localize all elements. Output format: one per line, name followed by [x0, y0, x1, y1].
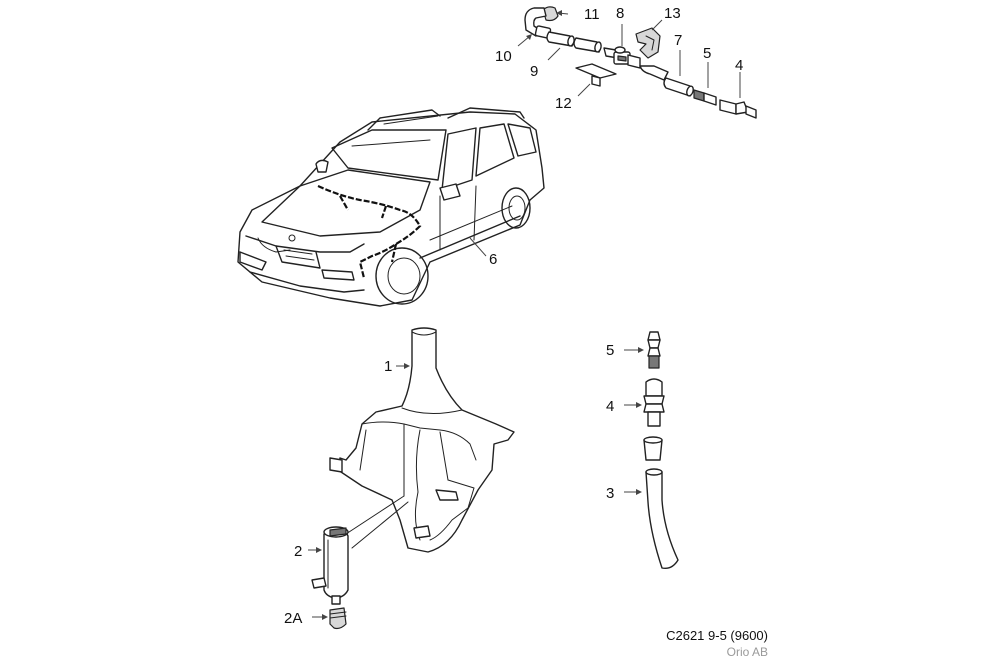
label-8: 8 — [616, 5, 624, 22]
label-4-bottom: 4 — [606, 398, 614, 415]
part-labels: 11 10 9 8 13 7 5 4 12 6 1 2 2A 5 4 3 — [284, 5, 743, 627]
copyright: Orio AB — [727, 645, 768, 659]
label-6: 6 — [489, 251, 497, 268]
part-5-connector-top — [693, 89, 717, 106]
part-3-hose — [624, 436, 679, 570]
label-10: 10 — [495, 48, 512, 65]
label-2a: 2A — [284, 610, 302, 627]
label-11: 11 — [584, 6, 600, 23]
part-5-connector — [624, 331, 661, 369]
part-8-valve — [603, 46, 641, 69]
diagram-code: C2621 9-5 (9600) — [666, 628, 768, 643]
label-4-top: 4 — [735, 57, 743, 74]
part-2a-grommet — [312, 607, 347, 630]
label-1: 1 — [384, 358, 392, 375]
label-5-bottom: 5 — [606, 342, 614, 359]
label-7: 7 — [674, 32, 682, 49]
top-leader-lines — [517, 10, 741, 98]
part-2-washer-pump — [308, 526, 349, 605]
label-5-top: 5 — [703, 45, 711, 62]
part-10-elbow — [524, 7, 547, 37]
car-illustration — [237, 107, 545, 307]
part-1-washer-reservoir — [329, 327, 515, 553]
label-3: 3 — [606, 485, 614, 502]
label-13: 13 — [664, 5, 681, 22]
part-4-nozzle — [624, 378, 665, 427]
nozzle-hose-assembly — [517, 6, 757, 119]
label-9: 9 — [530, 63, 538, 80]
label-12: 12 — [555, 95, 572, 112]
label-2: 2 — [294, 543, 302, 560]
part-13-clip — [635, 27, 661, 59]
part-11-cap — [542, 6, 559, 22]
part-6-wiring-harness — [317, 184, 422, 279]
part-12-bracket — [575, 63, 617, 79]
part-4-nozzle-top — [719, 99, 757, 119]
